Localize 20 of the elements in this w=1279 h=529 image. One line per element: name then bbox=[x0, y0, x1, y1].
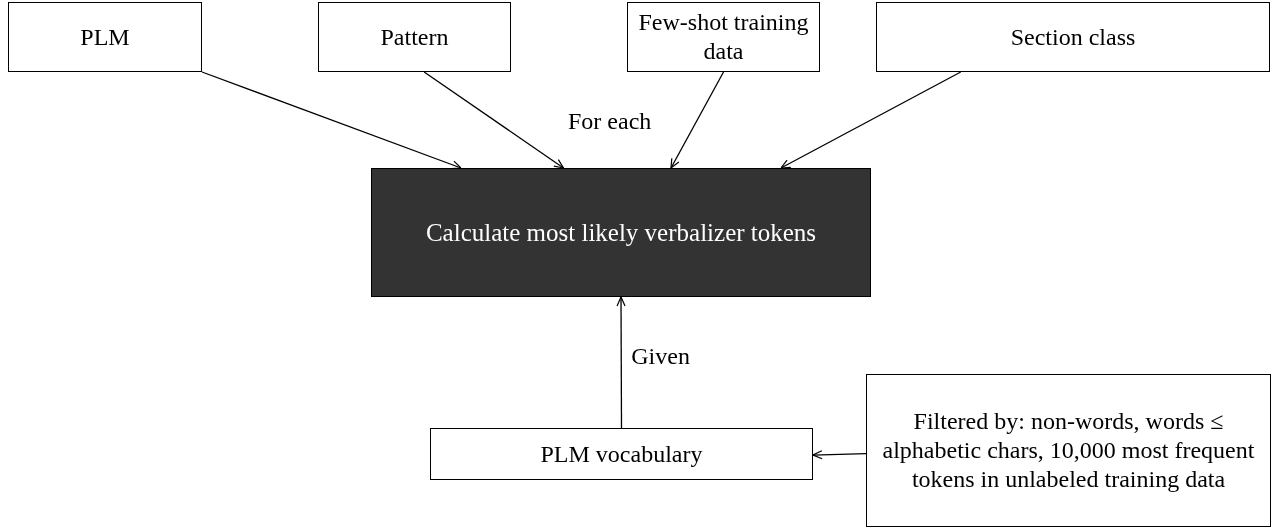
node-text: Few-shot training data bbox=[637, 8, 810, 66]
node-text: Filtered by: non-words, words ≤ alphabetic chars, 10,000 most frequent tokens in unlabeled training data bbox=[881, 407, 1256, 494]
node-text: Pattern bbox=[379, 22, 450, 52]
arrow bbox=[670, 71, 725, 169]
arrow bbox=[423, 71, 565, 169]
input-box bbox=[876, 2, 1270, 72]
arrow bbox=[812, 450, 867, 460]
process-box bbox=[371, 168, 871, 297]
node-text: Section class bbox=[1009, 22, 1137, 52]
node-text: PLM bbox=[79, 22, 131, 52]
input-box bbox=[318, 2, 511, 72]
arrow bbox=[201, 71, 462, 170]
note-box bbox=[866, 374, 1271, 527]
node-text: Calculate most likely verbalizer tokens bbox=[424, 217, 818, 248]
input-box bbox=[627, 2, 820, 72]
arrow bbox=[616, 296, 626, 429]
arrow bbox=[780, 71, 962, 169]
vocabulary-box bbox=[430, 428, 813, 480]
node-text: PLM vocabulary bbox=[539, 439, 704, 469]
input-box bbox=[8, 2, 202, 72]
